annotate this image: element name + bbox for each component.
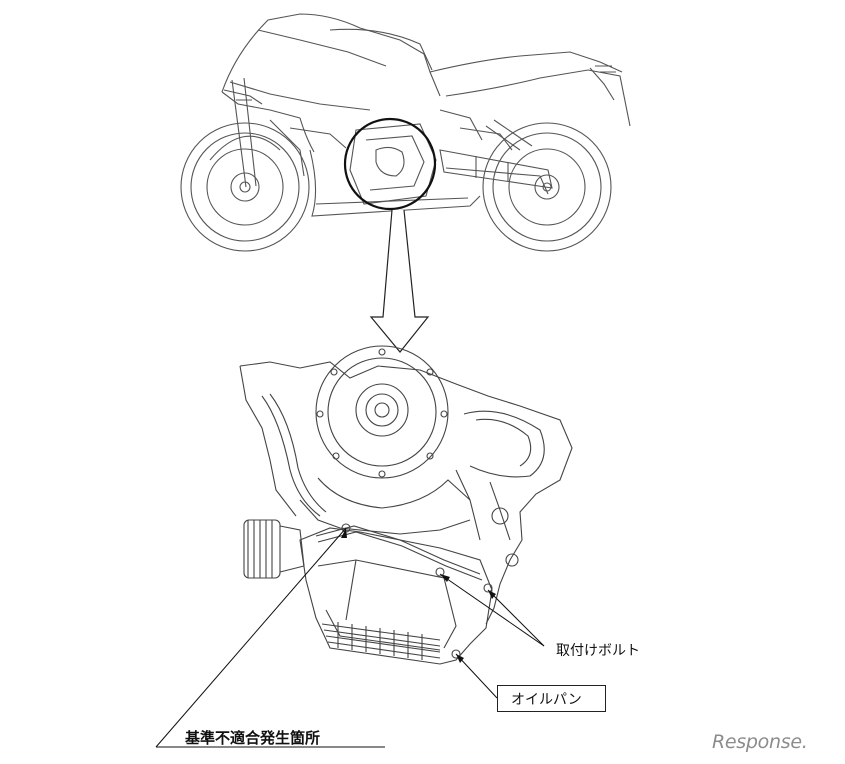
- motorcycle-illustration: [180, 13, 631, 252]
- nonconformity-location-label: 基準不適合発生箇所: [185, 729, 321, 747]
- oil-filter: [243, 519, 305, 579]
- mounting-bolt-label: 取付けボルト: [556, 643, 640, 659]
- response-watermark: Response.: [712, 731, 808, 753]
- oil-pan-label: オイルパン: [511, 692, 582, 708]
- cover-bolts: [316, 348, 448, 478]
- down-arrow: [369, 209, 430, 353]
- rear-wheel: [482, 122, 612, 252]
- highlight-circle: [343, 117, 437, 211]
- oil-pan-label-box: [497, 685, 606, 712]
- leader-lines: [155, 527, 545, 748]
- engine-illustration: [239, 345, 573, 665]
- leader-arrowheads: [341, 528, 496, 663]
- front-wheel: [180, 122, 310, 252]
